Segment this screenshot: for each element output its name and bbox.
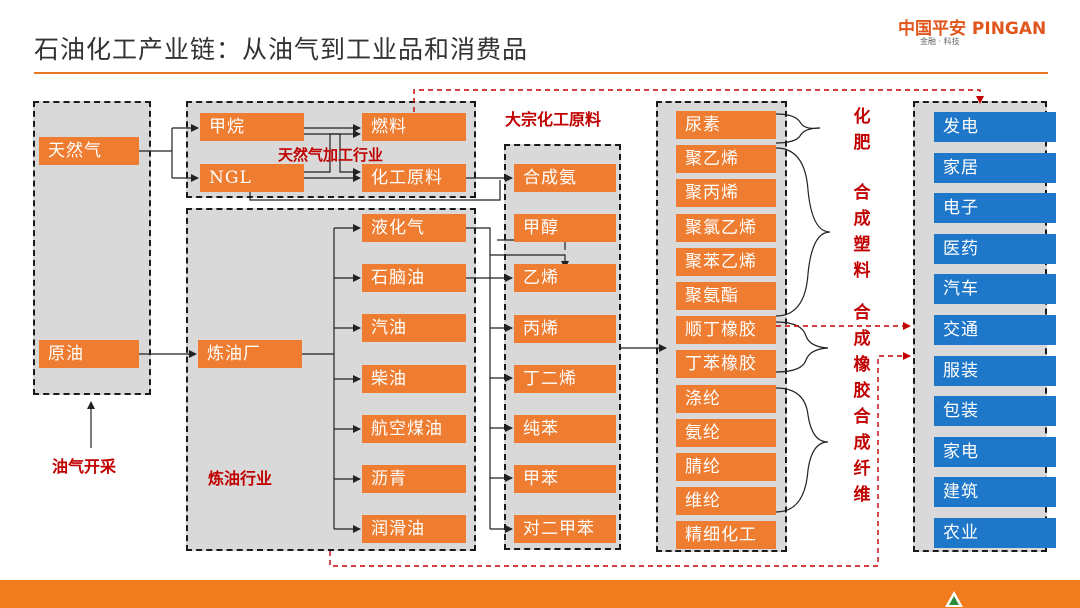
end-use-box: 服装 [934,355,1056,386]
ngl-box: NGL [200,164,304,192]
end-use-box: 医药 [934,233,1056,264]
bulk-chemical-box: 甲苯 [514,465,616,494]
refinery-product-box: 航空煤油 [362,414,466,443]
chemical-feedstock-box: 化工原料 [362,164,466,192]
end-use-box: 交通 [934,315,1056,345]
derivative-box: 腈纶 [676,453,776,481]
category-fertilizer: 化肥 [853,107,871,153]
derivative-box: 顺丁橡胶 [676,316,776,345]
refinery-box: 炼油厂 [198,340,302,368]
refinery-product-box: 石脑油 [362,264,466,293]
bulk-chemical-box: 丁二烯 [514,364,616,393]
category-rubber: 合成橡胶 [853,303,871,401]
bulk-chemicals-label: 大宗化工原料 [505,110,602,129]
natural-gas-box: 天然气 [39,137,139,165]
end-use-box: 家电 [934,436,1056,467]
derivative-box: 尿素 [676,111,776,139]
end-use-box: 农业 [934,518,1056,548]
fuel-box: 燃料 [362,113,466,141]
bulk-chemical-box: 甲醇 [514,214,616,243]
bulk-chemical-box: 合成氨 [514,164,616,192]
end-use-box: 包装 [934,396,1056,427]
refinery-product-box: 液化气 [362,214,466,242]
extraction-label: 油气开采 [52,457,117,476]
end-use-box: 电子 [934,193,1056,224]
crude-oil-box: 原油 [39,340,139,368]
bulk-chemical-box: 对二甲苯 [514,515,616,544]
derivative-box: 氨纶 [676,418,776,447]
derivative-box: 聚丙烯 [676,179,776,208]
end-use-box: 建筑 [934,477,1056,508]
footer-logo-icon [945,591,963,607]
footer-bar [0,580,1080,608]
end-use-box: 家居 [934,152,1056,183]
refining-industry-label: 炼油行业 [208,469,273,488]
logo-text: 中国平安 PINGAN [898,19,1047,39]
refinery-product-box: 汽油 [362,314,466,343]
page-title: 石油化工产业链：从油气到工业品和消费品 [34,35,529,64]
gas-processing-label: 天然气加工行业 [278,146,384,164]
title-divider [34,72,1048,74]
bulk-chemical-box: 纯苯 [514,415,616,443]
derivative-box: 聚乙烯 [676,145,776,174]
end-use-box: 发电 [934,112,1056,142]
derivative-box: 丁苯橡胶 [676,350,776,379]
refinery-product-box: 润滑油 [362,515,466,544]
bulk-chemical-box: 乙烯 [514,264,616,293]
bulk-chemical-box: 丙烯 [514,314,616,343]
derivative-box: 聚苯乙烯 [676,247,776,276]
derivative-box: 聚氨酯 [676,282,776,310]
methane-box: 甲烷 [200,113,304,141]
derivative-box: 涤纶 [676,384,776,413]
refinery-product-box: 柴油 [362,364,466,393]
pingan-logo: 中国平安 PINGAN 金融 · 科技 [898,14,1068,48]
end-use-box: 汽车 [934,274,1056,305]
derivative-box: 维纶 [676,487,776,516]
category-plastics: 合成塑料 [853,183,871,281]
logo-subtitle: 金融 · 科技 [920,37,960,46]
refinery-product-box: 沥青 [362,465,466,493]
derivative-box: 聚氯乙烯 [676,213,776,242]
category-fiber: 合成纤维 [853,407,871,505]
derivative-box: 精细化工 [676,521,776,550]
